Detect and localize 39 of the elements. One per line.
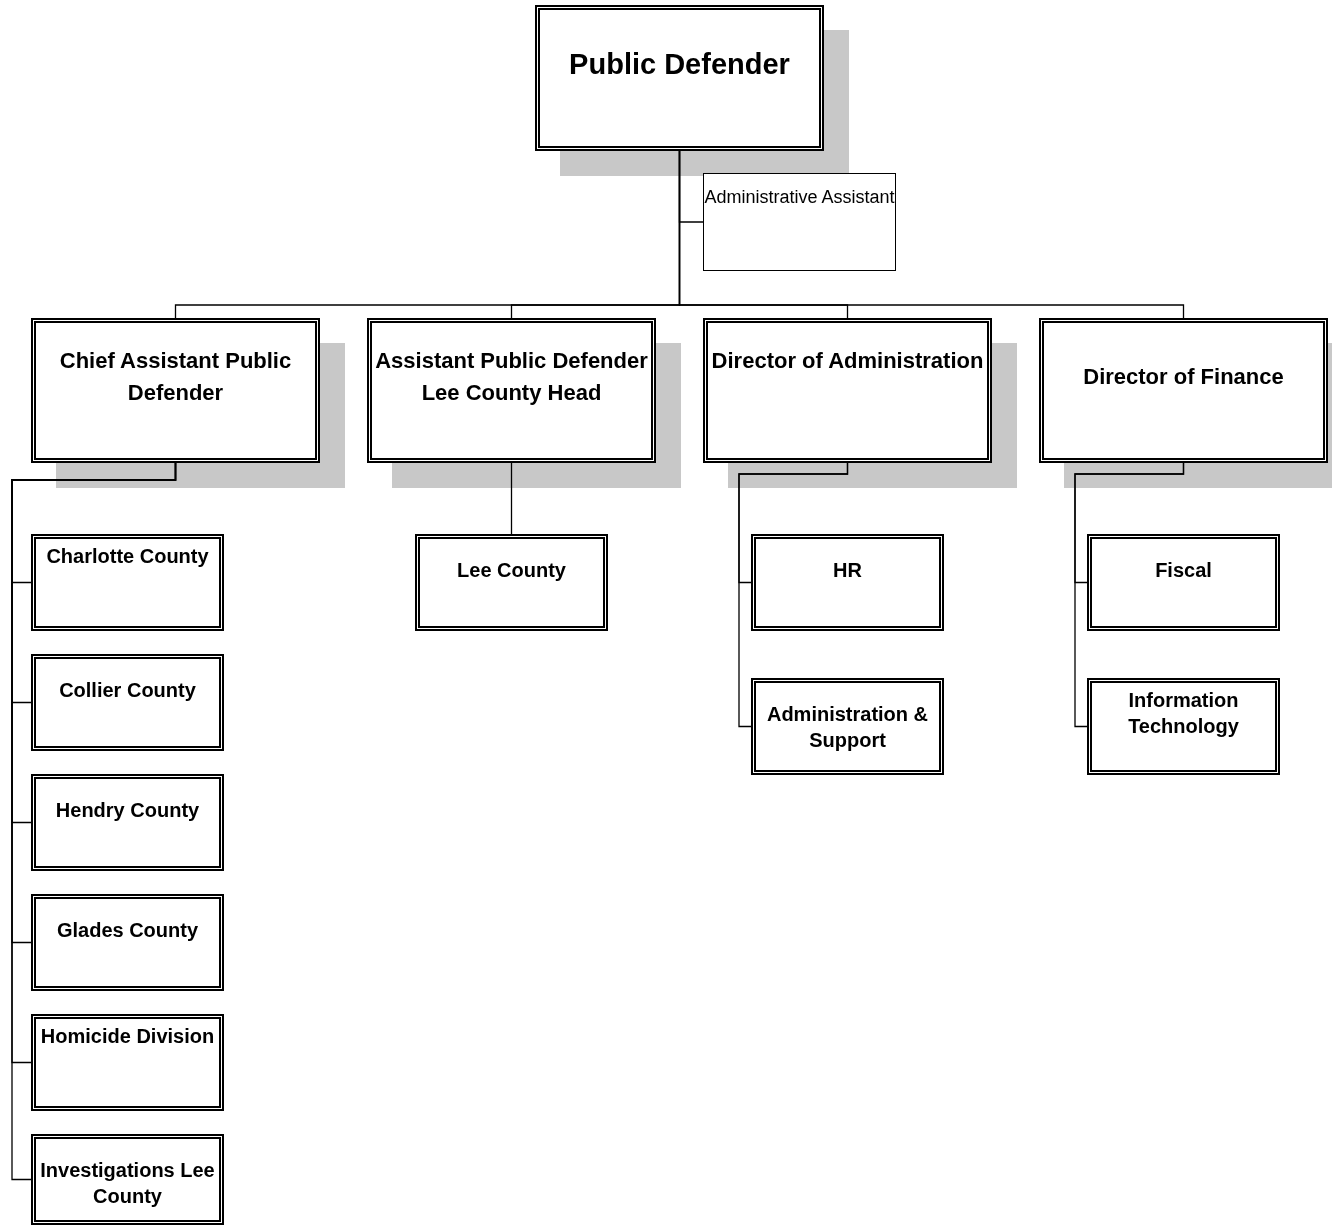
org-box	[31, 774, 224, 871]
org-box	[415, 534, 608, 631]
connector-line	[510, 462, 513, 535]
position-title: HR	[832, 558, 863, 583]
position-title: Hendry County	[54, 798, 201, 823]
org-box	[751, 678, 944, 775]
position-title: Lee County	[456, 558, 567, 583]
org-box	[703, 318, 992, 463]
position-title: Director of Finance	[1082, 363, 1285, 391]
position-title: Glades County	[55, 918, 200, 943]
position-title: Charlotte County	[45, 544, 210, 569]
org-box	[1087, 534, 1280, 631]
org-box	[31, 654, 224, 751]
org-box	[1039, 318, 1328, 463]
org-box	[367, 318, 656, 463]
connector-line	[1074, 462, 1185, 728]
org-box	[31, 1134, 224, 1225]
org-box	[1087, 678, 1280, 775]
org-box	[535, 5, 824, 151]
position-title: Homicide Division	[39, 1024, 216, 1049]
position-title: Director of Administration	[710, 347, 985, 375]
org-box	[31, 894, 224, 991]
position-title: Collier County	[58, 678, 197, 703]
org-box	[703, 173, 896, 271]
position-title: Administrative Assistant	[704, 186, 895, 209]
position-title: Public Defender	[568, 47, 791, 82]
org-box	[751, 534, 944, 631]
position-title: Information Technology	[1127, 688, 1240, 739]
connector-line	[11, 462, 177, 1181]
position-title: Chief Assistant Public Defender	[58, 347, 293, 407]
position-title: Administration & Support	[765, 702, 930, 753]
org-box	[31, 318, 320, 463]
org-box	[31, 1014, 224, 1111]
connector-line	[678, 150, 1185, 319]
position-title: Assistant Public Defender Lee County Head	[374, 347, 649, 407]
org-box	[31, 534, 224, 631]
position-title: Fiscal	[1154, 558, 1213, 583]
position-title: Investigations Lee County	[39, 1158, 216, 1209]
connector-line	[738, 462, 849, 728]
